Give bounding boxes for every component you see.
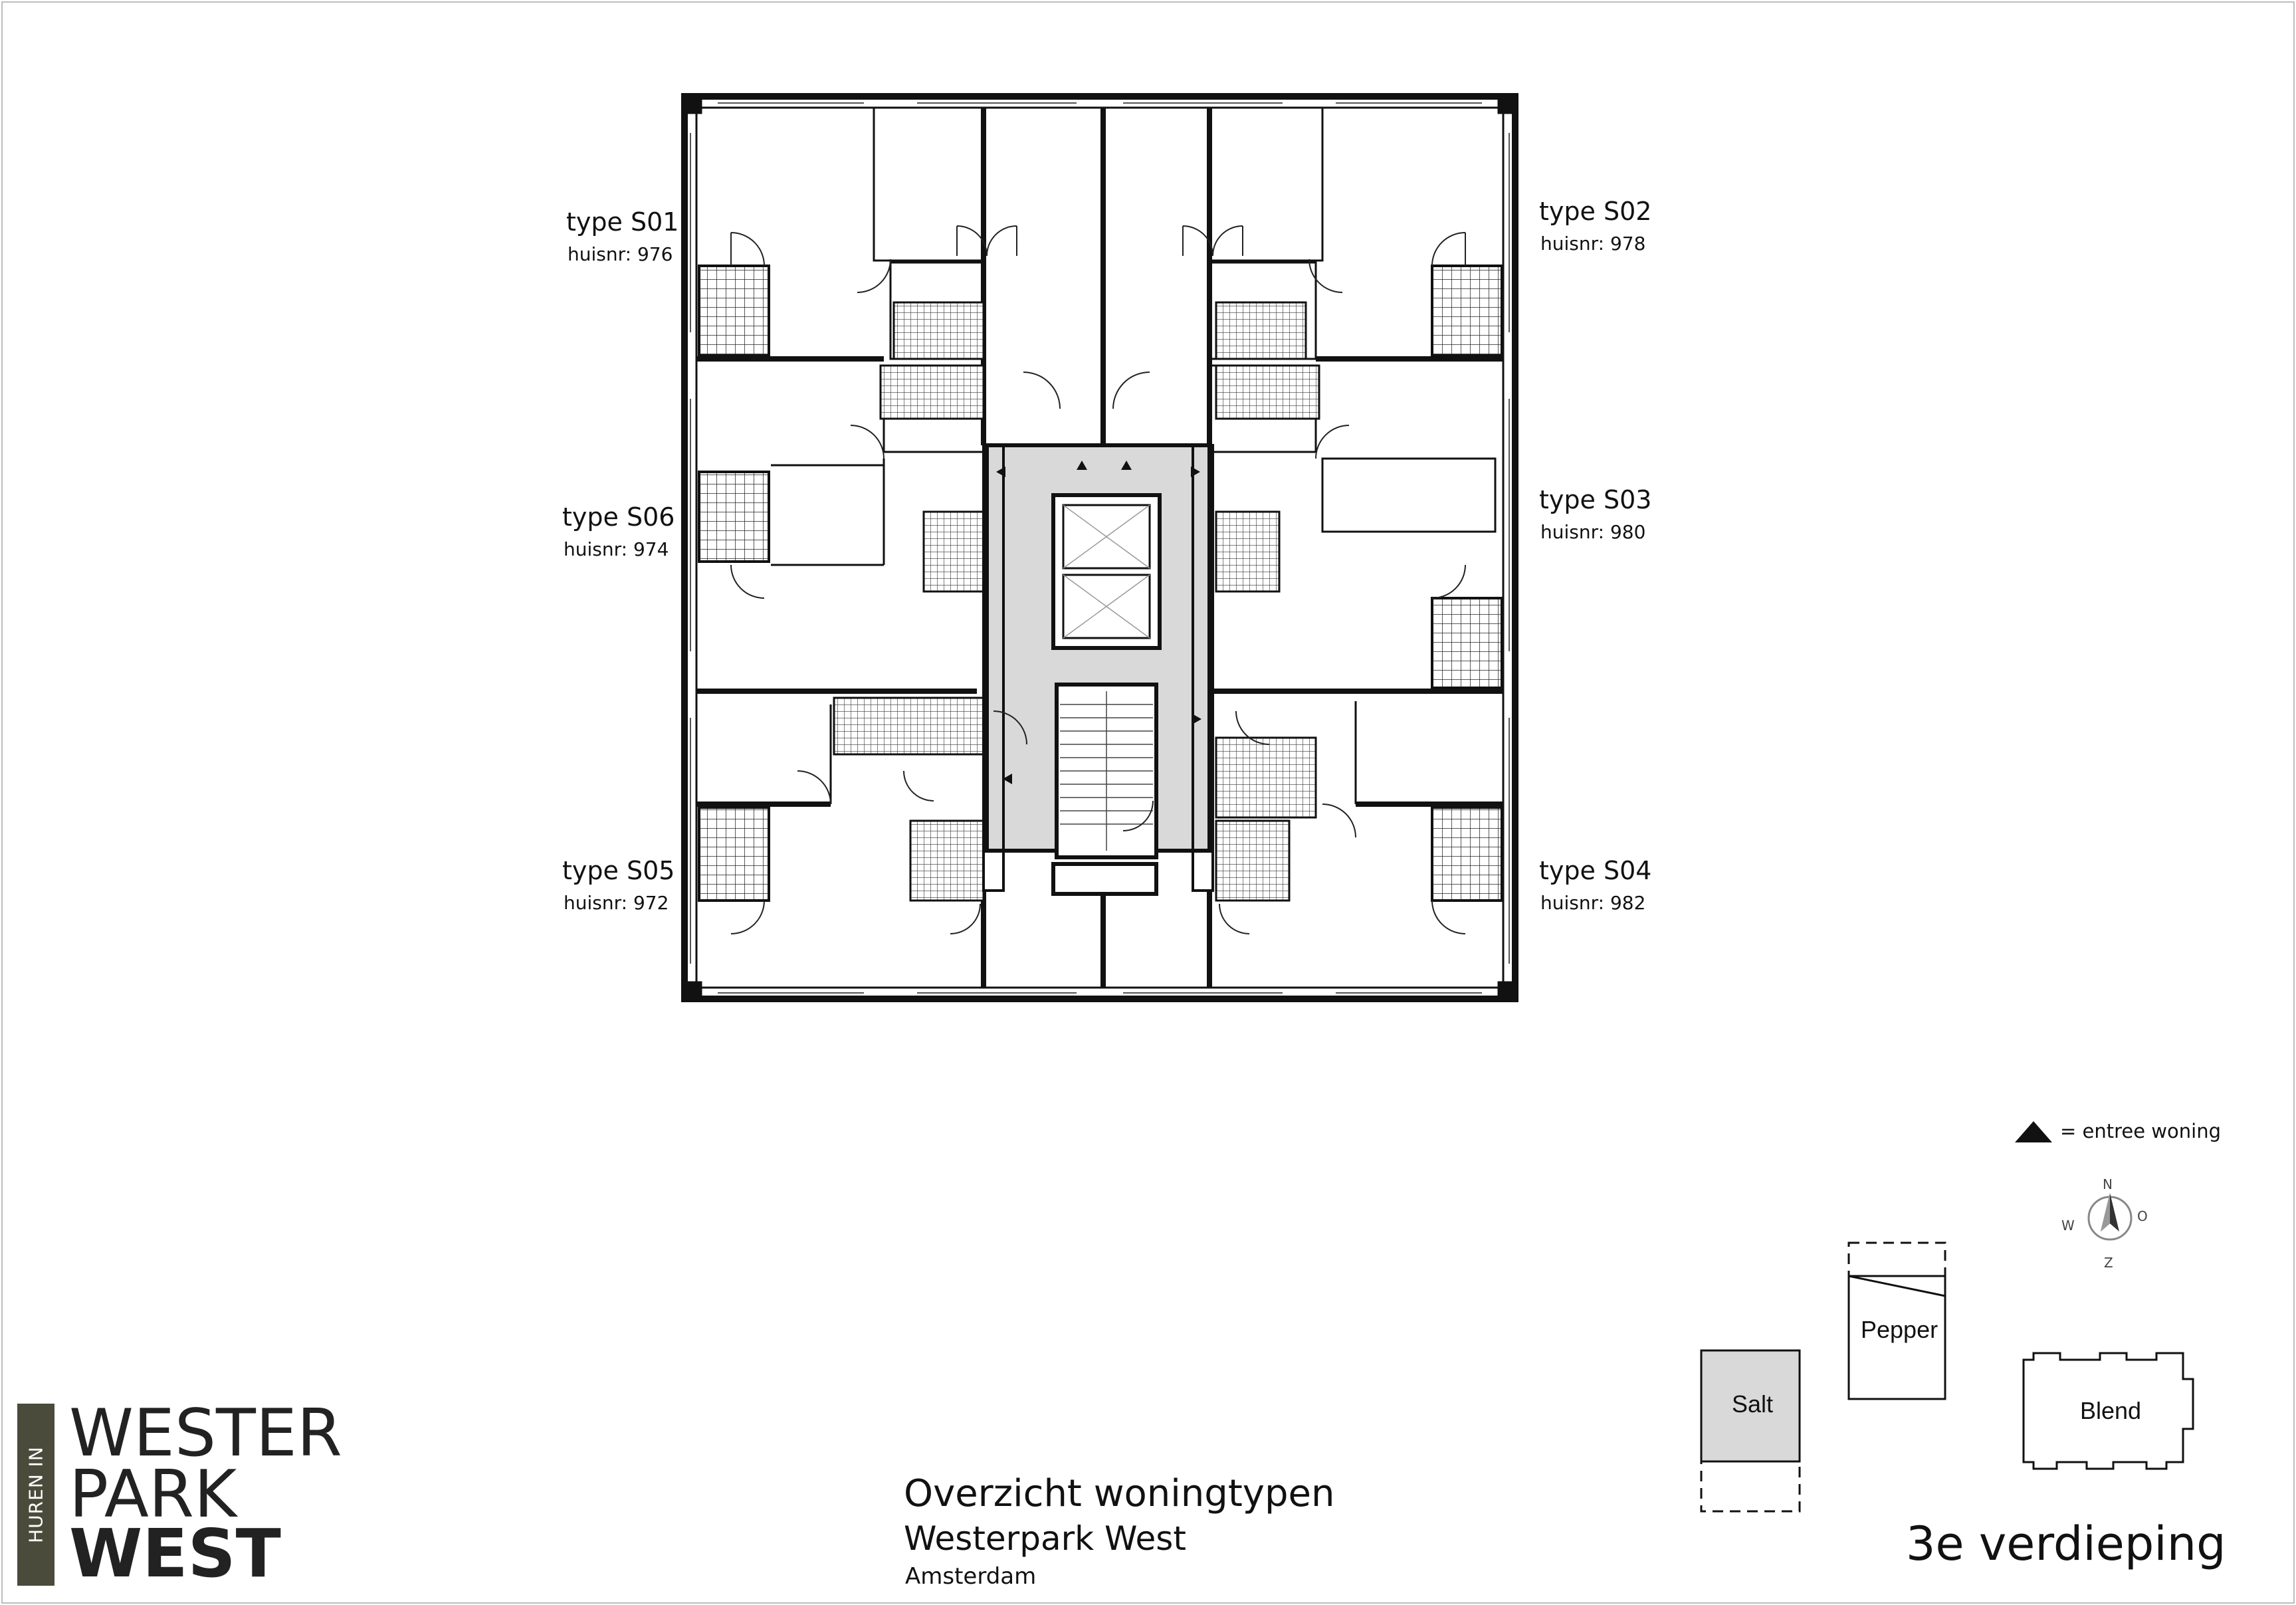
- logo-line-3: WEST: [69, 1515, 281, 1592]
- compass-o: O: [2137, 1208, 2148, 1224]
- logo-line-1: WESTER: [69, 1396, 342, 1471]
- facade-windows: [690, 102, 1510, 994]
- compass-w: W: [2061, 1218, 2075, 1233]
- door-swings: [730, 225, 1466, 934]
- site-label-pepper: Pepper: [1861, 1316, 1938, 1343]
- building-outline: [681, 93, 1518, 1002]
- logo-bar: HUREN IN: [17, 1404, 54, 1586]
- page-title: Overzicht woningtypen: [904, 1472, 1335, 1515]
- logo-line-2: PARK: [69, 1457, 237, 1533]
- unit-huisnr-label: huisnr: 982: [1540, 892, 1646, 914]
- logo-side-text: HUREN IN: [25, 1446, 47, 1543]
- unit-type-label: type S04: [1539, 856, 1652, 885]
- city-name: Amsterdam: [905, 1563, 1037, 1590]
- unit-huisnr-label: huisnr: 976: [568, 243, 673, 265]
- unit-type-label: type S05: [562, 856, 675, 885]
- site-label-blend: Blend: [2080, 1397, 2142, 1424]
- unit-type-label: type S03: [1539, 485, 1652, 514]
- compass-z: Z: [2104, 1255, 2113, 1271]
- unit-huisnr-label: huisnr: 972: [564, 892, 669, 914]
- unit-huisnr-label: huisnr: 978: [1540, 233, 1646, 255]
- floor-label: 3e verdieping: [1906, 1517, 2226, 1571]
- unit-type-label: type S01: [566, 207, 679, 237]
- unit-huisnr-label: huisnr: 980: [1540, 521, 1646, 543]
- central-core: [982, 443, 1214, 896]
- legend-text: = entree woning: [2060, 1120, 2221, 1142]
- bathrooms: [833, 301, 1320, 902]
- entry-arrows: [996, 461, 1201, 784]
- unit-type-label: type S02: [1539, 197, 1652, 226]
- unit-huisnr-label: huisnr: 974: [564, 538, 669, 560]
- site-label-salt: Salt: [1732, 1390, 1774, 1418]
- compass-icon: [2087, 1193, 2133, 1241]
- balconies: [698, 265, 1503, 902]
- project-name: Westerpark West: [904, 1519, 1186, 1558]
- compass-n: N: [2103, 1176, 2113, 1192]
- entry-triangle-icon: [2015, 1121, 2052, 1142]
- unit-type-label: type S06: [562, 502, 675, 532]
- site-plan: [1700, 1241, 2194, 1513]
